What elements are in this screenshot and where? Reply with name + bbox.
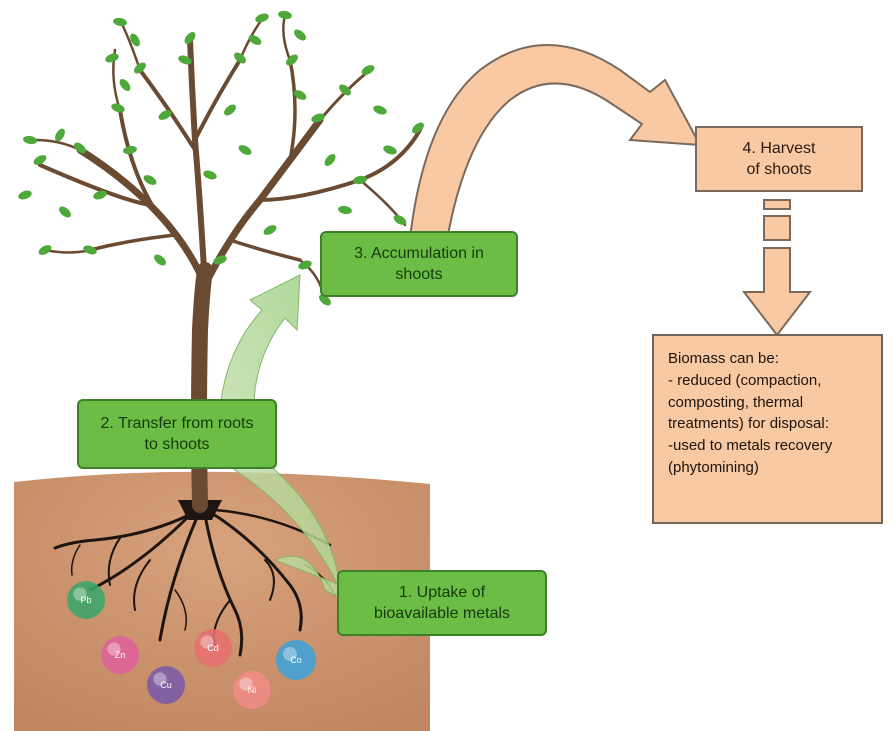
- step-2-line-2: to shoots: [144, 436, 210, 453]
- leaf: [111, 103, 125, 113]
- biomass-line-5: -used to metals recovery: [668, 437, 833, 454]
- biomass-line-4: treatments) for disposal:: [668, 415, 829, 433]
- leaf: [263, 225, 277, 235]
- step-3-box: 3. Accumulation in shoots: [320, 231, 518, 297]
- leaf: [311, 113, 325, 123]
- leaf: [83, 245, 97, 255]
- metal-ion-cd: [194, 629, 232, 667]
- step-1-box: 1. Uptake of bioavailable metals: [337, 570, 547, 636]
- metal-ion-highlight: [73, 587, 87, 601]
- biomass-line-6: (phytomining): [668, 458, 759, 476]
- step-1-line-1: 1. Uptake of: [398, 583, 486, 601]
- step-3-line-1: 3. Accumulation in: [354, 244, 484, 262]
- leaf: [23, 135, 37, 145]
- leaf: [224, 104, 236, 116]
- step-3-line-2: shoots: [395, 266, 443, 283]
- leaf: [143, 175, 157, 185]
- leaf: [18, 190, 32, 200]
- leaf: [38, 245, 52, 255]
- leaf: [113, 17, 127, 27]
- harvest-to-biomass-arrow: [741, 199, 813, 337]
- metal-ion-label: Cu: [160, 680, 172, 690]
- leaf: [298, 260, 312, 270]
- leaf: [213, 255, 227, 265]
- leaf: [383, 145, 397, 155]
- leaf: [55, 128, 65, 142]
- leaf: [158, 110, 172, 120]
- leaf: [293, 90, 307, 100]
- metal-ion-zn: [101, 636, 139, 674]
- leaf: [105, 53, 119, 63]
- step-4-box: 4. Harvest of shoots: [695, 126, 863, 192]
- metal-ion-highlight: [283, 647, 297, 661]
- leaf: [338, 205, 352, 215]
- metal-ion-highlight: [200, 635, 214, 649]
- step-2-line-1: 2. Transfer from roots: [100, 414, 254, 432]
- metal-ion-label: Cd: [207, 643, 219, 653]
- step-1-line-2: bioavailable metals: [373, 605, 511, 622]
- metal-ion-co: [276, 640, 316, 680]
- biomass-line-3: composting, thermal: [668, 393, 804, 411]
- metal-ion-label: Co: [290, 655, 302, 665]
- leaf: [184, 32, 196, 44]
- metal-ion-cu: [147, 666, 185, 704]
- metal-ion-highlight: [153, 672, 167, 686]
- leaf: [93, 190, 107, 200]
- leaf: [234, 52, 246, 64]
- leaf: [178, 55, 192, 65]
- leaf: [119, 79, 131, 91]
- leaf: [319, 294, 331, 306]
- transfer-arrow: [218, 274, 347, 602]
- leaf: [134, 62, 146, 74]
- metal-ion-ni: [233, 671, 271, 709]
- leaf: [203, 170, 217, 180]
- shoots-to-harvest-arrow: [406, 44, 702, 259]
- leaf: [248, 35, 262, 45]
- leaf: [278, 10, 292, 20]
- step-4-line-2: of shoots: [746, 161, 812, 178]
- leaf: [255, 13, 269, 23]
- metal-ion-highlight: [107, 642, 121, 656]
- metal-ion-label: Zn: [115, 650, 126, 660]
- leaf: [361, 65, 375, 75]
- leaf: [154, 254, 166, 266]
- leaf: [373, 105, 387, 115]
- leaf: [324, 154, 336, 166]
- leaf: [412, 122, 424, 134]
- leaf: [130, 33, 140, 47]
- leaf: [339, 84, 351, 96]
- step-2-box: 2. Transfer from roots to shoots: [77, 399, 277, 469]
- leaf: [294, 29, 306, 41]
- leaf: [123, 145, 137, 155]
- metal-ion-label: Pb: [80, 595, 91, 605]
- leaf: [353, 175, 367, 185]
- tree-leaves: [18, 10, 424, 306]
- metal-ion-label: Ni: [248, 685, 257, 695]
- metal-ion-pb: [67, 581, 105, 619]
- leaf: [286, 54, 298, 66]
- biomass-box: Biomass can be: - reduced (compaction, c…: [652, 334, 883, 524]
- leaf: [238, 145, 252, 155]
- leaf: [74, 142, 86, 154]
- metal-ion-highlight: [239, 677, 253, 691]
- step-4-line-1: 4. Harvest: [742, 139, 816, 157]
- leaf: [59, 206, 71, 218]
- leaf: [33, 155, 47, 165]
- leaf: [393, 215, 407, 225]
- biomass-line-2: - reduced (compaction,: [668, 371, 822, 389]
- biomass-line-1: Biomass can be:: [668, 350, 779, 367]
